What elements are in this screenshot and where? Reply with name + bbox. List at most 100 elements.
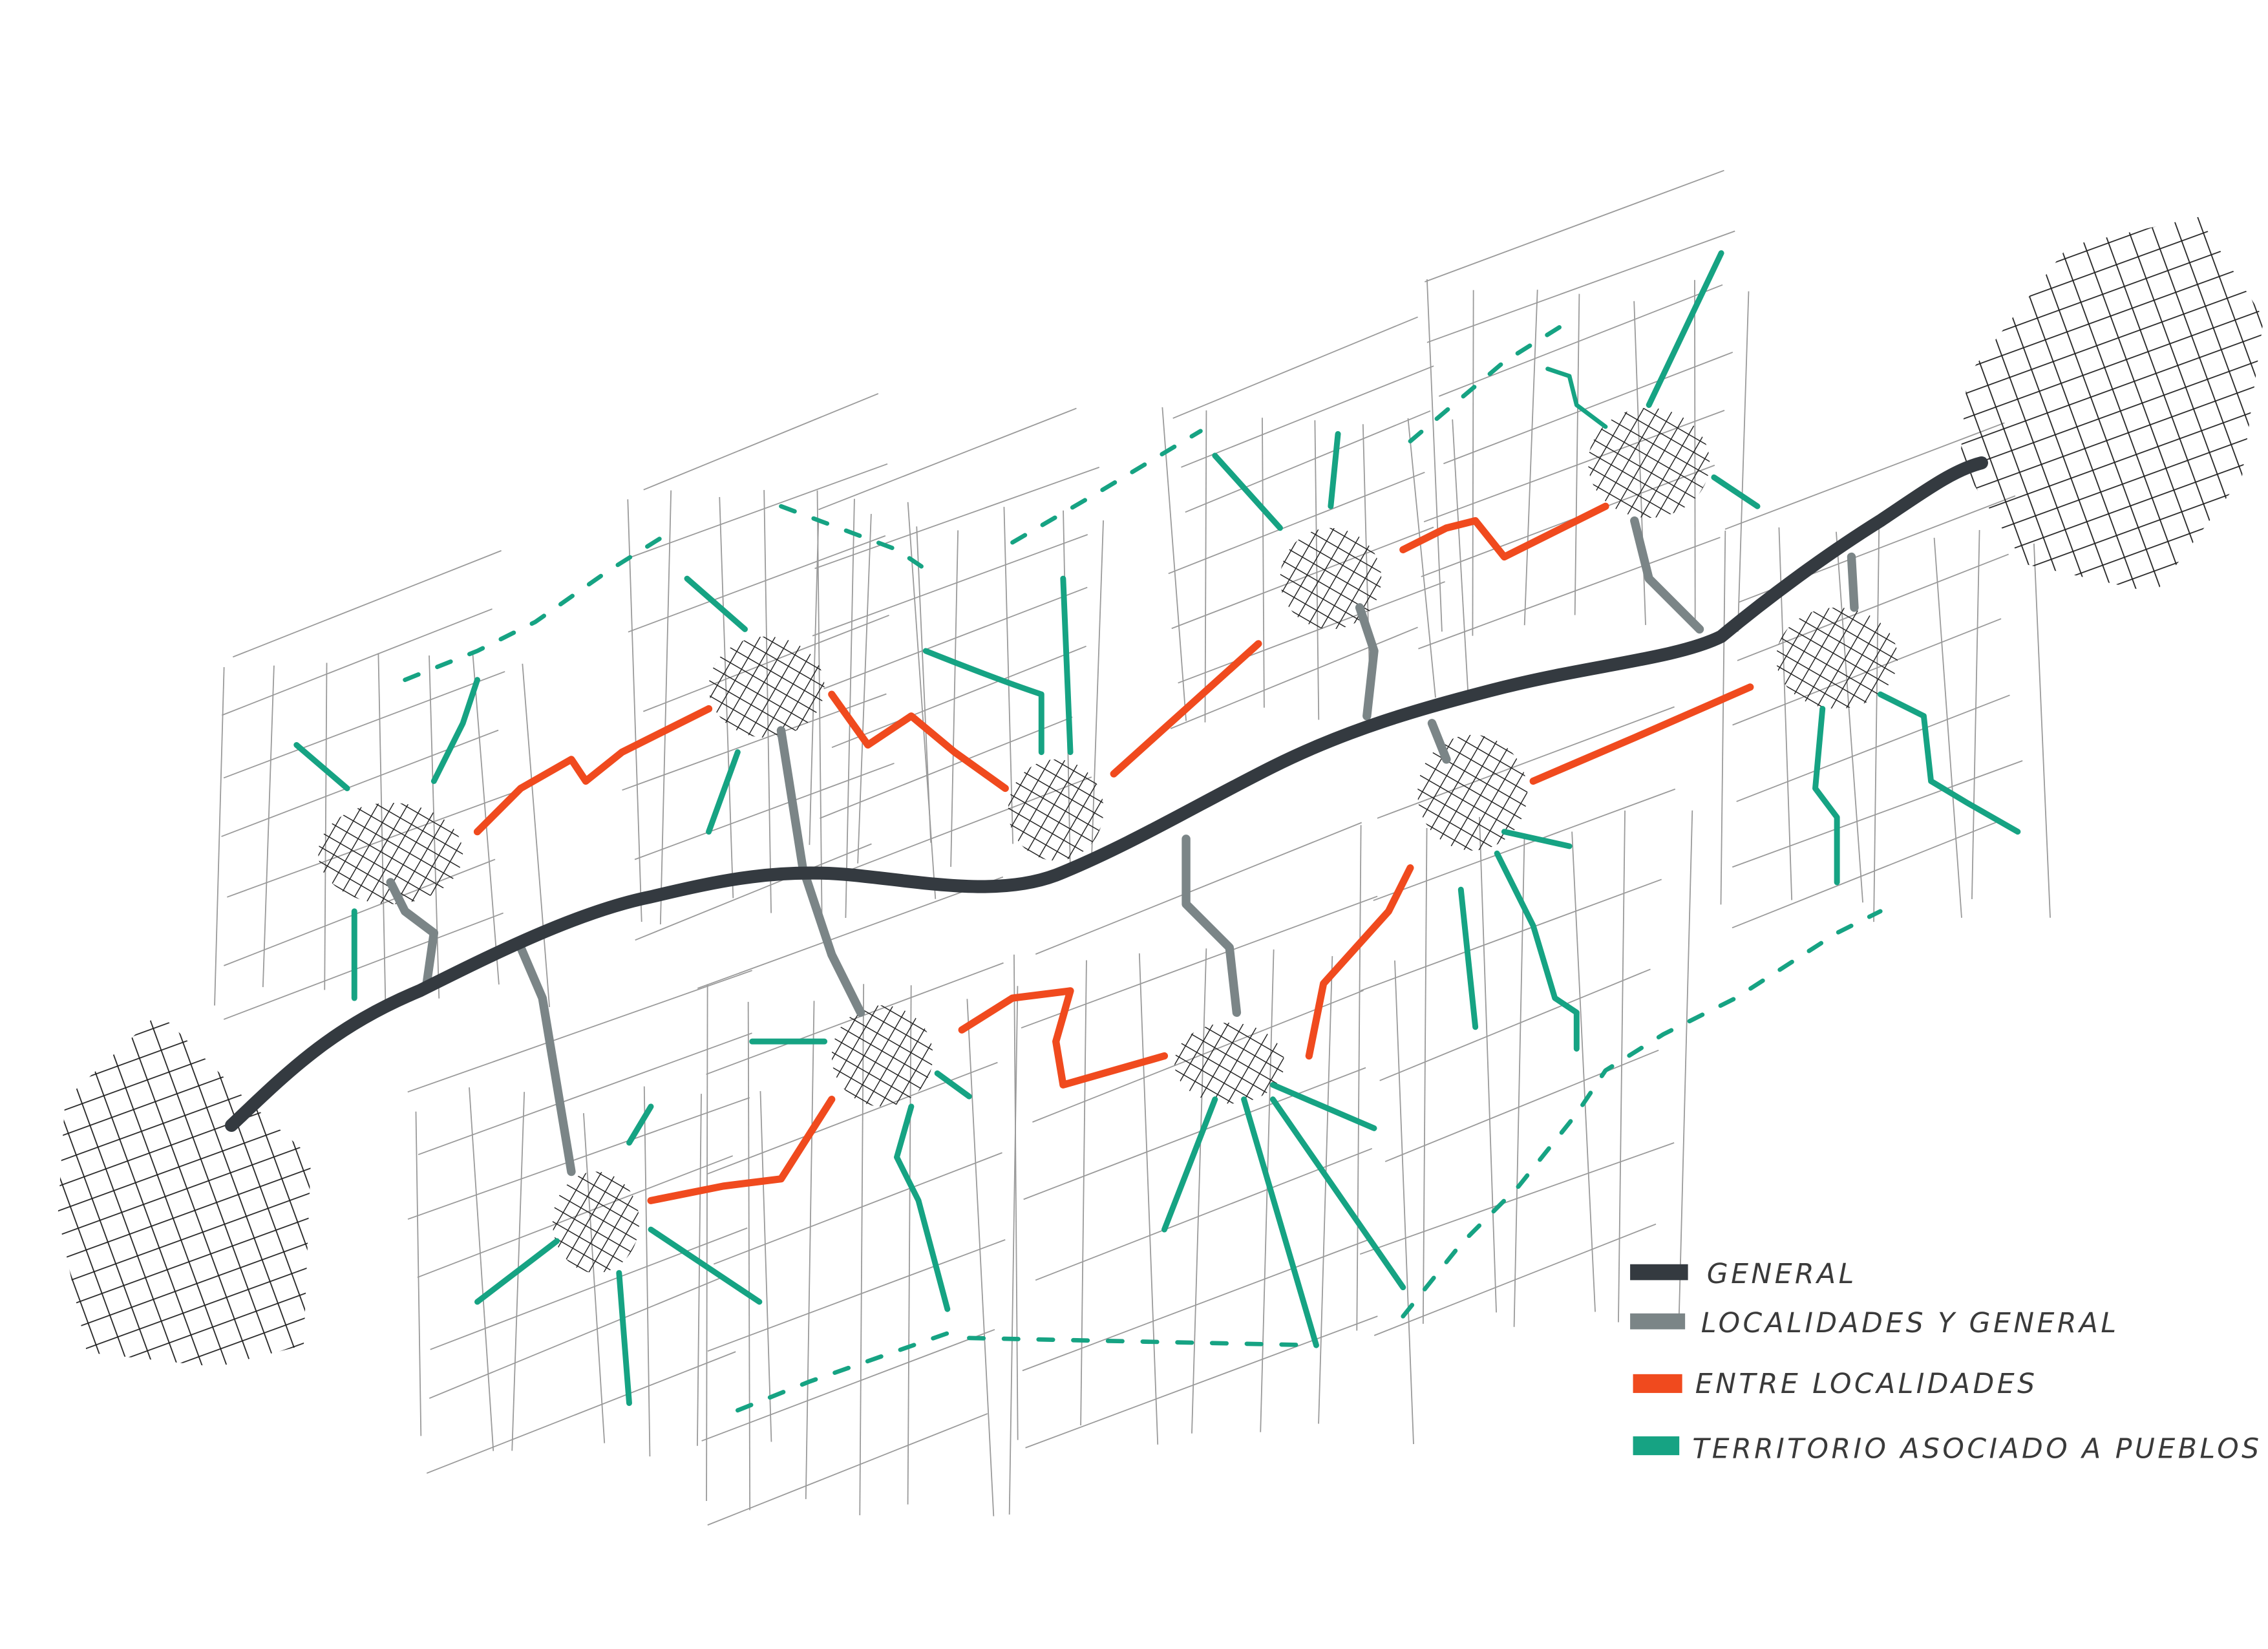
town [552, 1171, 640, 1273]
grid-line [823, 586, 1088, 690]
town-clusters [58, 217, 2264, 1367]
grid-line [627, 499, 642, 922]
grid-line [430, 1227, 748, 1350]
grid-line [713, 1152, 1002, 1265]
grid-line [1407, 418, 1436, 698]
inter-town-roads [473, 502, 1754, 1204]
grid-line [1181, 365, 1434, 468]
grid-line [1021, 895, 1378, 1029]
grid-line [697, 1094, 702, 1446]
grid-line [814, 467, 1100, 569]
grid-line [1426, 230, 1735, 343]
grid-line [1443, 352, 1733, 465]
grid-line [1618, 810, 1626, 1323]
grid-line [407, 970, 752, 1093]
grid-line [1359, 1142, 1675, 1255]
grid-line [1873, 523, 1880, 922]
legend-label-territorio: TERRITORIO ASOCIADO A PUEBLOS [1692, 1434, 2262, 1465]
grid-line [1168, 471, 1425, 575]
grid-line [622, 463, 888, 561]
grid-line [1971, 529, 1980, 899]
territory-boundary-dashed [403, 319, 1883, 1413]
grid-line [418, 1032, 752, 1156]
legend: GENERAL LOCALIDADES Y GENERAL ENTRE LOCA… [1630, 1259, 2262, 1465]
legend-swatch-localidades-general [1630, 1313, 1686, 1330]
grid-line [232, 550, 502, 658]
grid-line [1737, 291, 1750, 632]
grid-line [818, 407, 1077, 511]
town [708, 636, 825, 738]
grid-line [1720, 531, 1726, 905]
city-east [1960, 217, 2264, 593]
legend-swatch-entre-localidades [1633, 1374, 1682, 1393]
grid-line [1933, 537, 1962, 918]
legend-swatch-territorio [1633, 1436, 1680, 1456]
general-main-road [224, 456, 1988, 1133]
grid-line [1479, 816, 1497, 1313]
grid-line [1574, 293, 1580, 615]
grid-line [223, 671, 505, 779]
grid-line [1172, 316, 1418, 419]
grid-line [1356, 825, 1362, 1331]
grid-line [221, 608, 493, 716]
grid-line [635, 843, 872, 941]
town [831, 1005, 933, 1107]
territory-grid-lines [214, 169, 2051, 1526]
grid-line [1138, 953, 1159, 1445]
grid-line [1523, 290, 1538, 626]
grid-line [1452, 419, 1469, 701]
grid-line [916, 526, 932, 843]
town [1776, 607, 1898, 709]
grid-line [522, 663, 551, 1008]
town [1280, 527, 1382, 630]
grid-line [707, 1239, 1006, 1352]
grid-line [1732, 821, 1999, 929]
grid-line [1008, 986, 1019, 1515]
grid-line [659, 490, 672, 925]
grid-line [1571, 831, 1596, 1312]
grid-line [701, 1328, 995, 1442]
grid-line [1736, 694, 2010, 802]
grid-line [415, 1111, 422, 1436]
grid-line [1191, 948, 1207, 1434]
grid-line [1013, 954, 1019, 1440]
grid-line [1678, 810, 1693, 1325]
grid-line [1318, 956, 1333, 1424]
legend-label-general: GENERAL [1707, 1259, 1857, 1290]
grid-line [1003, 507, 1014, 844]
grid-line [1025, 1315, 1378, 1449]
grid-line [1724, 422, 2005, 530]
town [1417, 734, 1528, 851]
grid-line [214, 667, 225, 1006]
grid-line [1418, 537, 1721, 650]
grid-line [407, 1097, 750, 1220]
grid-line [324, 663, 328, 990]
grid-line [1379, 968, 1651, 1081]
grid-line [1373, 1223, 1657, 1336]
grid-line [1170, 626, 1418, 729]
grid-line [812, 534, 1088, 637]
grid-line [262, 665, 275, 988]
grid-line [747, 1001, 751, 1511]
grid-line [1022, 1238, 1371, 1372]
grid-line [819, 716, 1073, 819]
grid-line [1080, 960, 1087, 1426]
grid-line [634, 762, 895, 860]
grid-line [1836, 531, 1863, 903]
town [1174, 1023, 1285, 1104]
grid-line [1438, 284, 1723, 397]
legend-swatch-general [1630, 1264, 1688, 1281]
legend-label-localidades-general: LOCALIDADES Y GENERAL [1701, 1308, 2119, 1339]
grid-line [1732, 760, 2023, 868]
town [318, 802, 463, 904]
grid-line [1373, 788, 1676, 901]
grid-line [845, 498, 855, 919]
grid-line [1161, 407, 1187, 721]
grid-line [1023, 1067, 1366, 1200]
territory-roads [293, 250, 2021, 1407]
grid-line [697, 876, 1004, 989]
grid-line [706, 984, 708, 1502]
grid-line [707, 1413, 988, 1526]
grid-line [1384, 1049, 1659, 1162]
